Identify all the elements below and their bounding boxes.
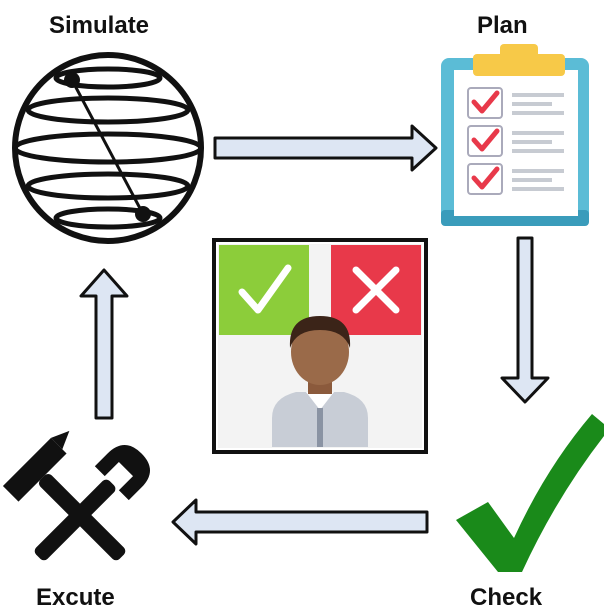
clipboard-checklist-icon [441,44,589,226]
arrow-simulate-to-plan [213,124,438,172]
checkmark-icon [456,414,604,572]
arrow-excute-to-simulate [79,268,129,420]
reject-icon [331,245,421,335]
plan-label: Plan [477,12,528,39]
excute-label: Excute [36,584,115,611]
arrow-plan-to-check [500,236,550,404]
wrench-hammer-icon [2,430,151,561]
check-label: Check [470,584,543,611]
arrow-check-to-excute [171,498,429,546]
person-approve-reject-icon [212,238,428,454]
person-icon [272,316,368,447]
approve-icon [219,245,309,335]
simulate-label: Simulate [49,12,150,39]
globe-icon [12,52,204,244]
